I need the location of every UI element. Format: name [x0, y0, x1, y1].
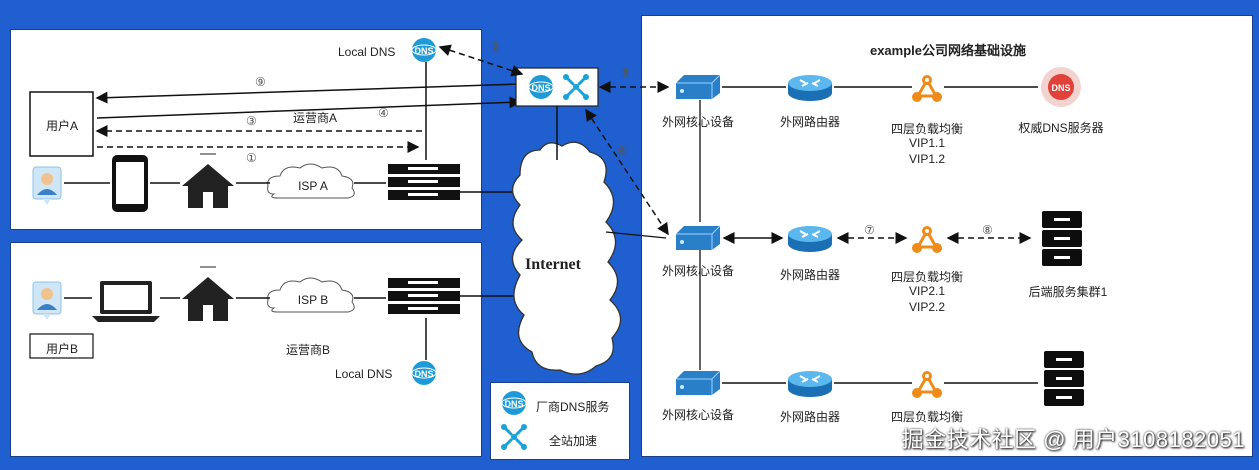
user-a-label: 用户A	[45, 119, 79, 133]
user-b-box	[29, 333, 94, 359]
authoritative-dns-icon: DNS	[1041, 67, 1081, 107]
house-icon-a	[181, 153, 235, 209]
carrier-a-label: 运营商A	[293, 111, 338, 125]
vip-2-2: VIP2.2	[908, 300, 946, 314]
load-balancer-icon-1	[910, 73, 944, 104]
core-device-icon-2	[675, 225, 721, 251]
vip-2-1: VIP2.1	[908, 284, 946, 298]
lb-label-1: 四层负载均衡	[890, 122, 964, 136]
svg-text:DNS: DNS	[1051, 83, 1070, 93]
local-dns-b-label: Local DNS	[335, 367, 393, 381]
legend-acceleration-icon	[499, 422, 529, 452]
carrier-b-label: 运营商B	[286, 343, 331, 357]
step-8: ⑧	[982, 223, 993, 237]
backend-cluster-2-icon	[1044, 351, 1084, 406]
target-label-2: 后端服务集群1	[1028, 285, 1108, 299]
vendor-gslb-box	[515, 67, 599, 107]
legend-dns-icon	[501, 390, 527, 416]
core-device-label-3: 外网核心设备	[661, 408, 735, 422]
laptop-icon	[92, 281, 160, 322]
isp-b-label: ISP B	[297, 293, 329, 307]
legend-dns-label: 厂商DNS服务	[536, 400, 610, 414]
step-9: ⑨	[255, 75, 266, 89]
user-a-box	[29, 91, 94, 157]
internet-label: Internet	[525, 256, 581, 273]
vip-1-2: VIP1.2	[908, 152, 946, 166]
router-label-1: 外网路由器	[779, 115, 841, 129]
router-icon-3	[787, 370, 833, 398]
router-label-2: 外网路由器	[779, 268, 841, 282]
load-balancer-icon-3	[910, 369, 944, 400]
load-balancer-icon-2	[910, 224, 944, 255]
user-b-avatar-icon	[32, 281, 62, 321]
user-a-avatar-icon	[32, 166, 62, 206]
step-1: ①	[246, 151, 257, 165]
server-rack-icon-b	[388, 278, 460, 314]
local-dns-a-icon	[411, 37, 437, 63]
lb-label-3: 四层负载均衡	[890, 410, 964, 424]
core-device-label-2: 外网核心设备	[661, 264, 735, 278]
step-6: ⑥	[617, 144, 628, 158]
house-icon-b	[181, 266, 235, 322]
backend-cluster-1-icon	[1042, 211, 1082, 266]
step-2: ②	[490, 40, 501, 54]
target-label-1: 权威DNS服务器	[1018, 121, 1104, 135]
core-device-icon-3	[675, 370, 721, 396]
vendor-dns-icon	[528, 74, 554, 100]
router-label-3: 外网路由器	[779, 410, 841, 424]
local-dns-a-label: Local DNS	[338, 45, 396, 59]
legend-acceleration-label: 全站加速	[549, 434, 598, 448]
router-icon-1	[787, 74, 833, 102]
vip-1-1: VIP1.1	[908, 136, 946, 150]
step-3: ③	[246, 114, 257, 128]
step-7: ⑦	[864, 223, 875, 237]
server-rack-icon-a	[388, 164, 460, 200]
watermark: 掘金技术社区 @ 用户3108182051	[901, 427, 1245, 452]
step-5: ⑤	[620, 66, 631, 80]
lb-label-2: 四层负载均衡	[890, 270, 964, 284]
router-icon-2	[787, 225, 833, 253]
core-device-label-1: 外网核心设备	[661, 115, 735, 129]
step-4: ④	[378, 106, 389, 120]
isp-a-label: ISP A	[298, 179, 328, 193]
phone-icon	[112, 155, 148, 212]
core-device-icon-1	[675, 74, 721, 100]
diagram-title: example公司网络基础设施	[869, 43, 1027, 58]
user-b-label: 用户B	[45, 342, 79, 356]
local-dns-b-icon	[411, 360, 437, 386]
